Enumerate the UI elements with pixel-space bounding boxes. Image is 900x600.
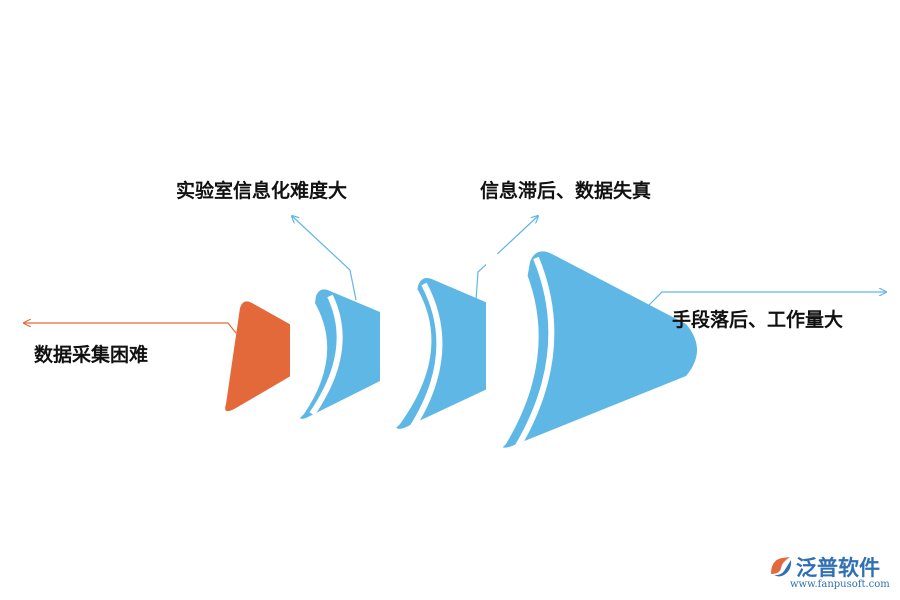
connector-line-stage-1: [24, 323, 237, 334]
brand-logo-url: www.fanpusoft.com: [790, 579, 890, 590]
stage-notch-2: [290, 290, 328, 420]
connector-line-stage-2: [292, 216, 357, 301]
stage-gap-3: [515, 256, 555, 448]
connector-line-stage-4: [647, 292, 886, 307]
stage-label-1: 数据采集困难: [34, 344, 149, 366]
stage-notch-4: [486, 250, 539, 454]
stage-gap-1: [309, 294, 343, 416]
stage-notch-3: [380, 276, 432, 432]
stage-label-4: 手段落后、工作量大: [672, 309, 844, 331]
stage-gap-2: [409, 282, 443, 430]
brand-logo-icon: [771, 557, 792, 577]
stage-shape-2: [0, 0, 428, 419]
stage-label-2: 实验室信息化难度大: [176, 180, 348, 202]
stage-shape-1: [225, 301, 325, 412]
brand-logo: 泛普软件 www.fanpusoft.com: [768, 552, 892, 598]
brand-logo-text: 泛普软件: [796, 556, 880, 580]
stage-label-3: 信息滞后、数据失真: [480, 180, 652, 202]
connector-line-stage-3: [475, 216, 538, 301]
